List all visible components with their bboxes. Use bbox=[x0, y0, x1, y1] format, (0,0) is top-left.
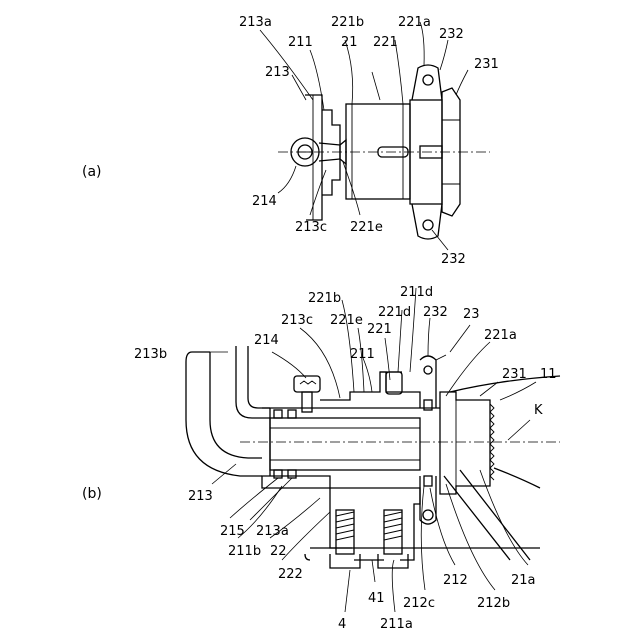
label-213-b: 213 bbox=[188, 489, 213, 504]
label-215-b: 215 bbox=[220, 524, 245, 539]
label-231-a: 231 bbox=[474, 57, 499, 72]
label-221-a: 221 bbox=[373, 35, 398, 50]
label-232-top-a: 232 bbox=[439, 27, 464, 42]
label-213c-b: 213c bbox=[281, 313, 313, 328]
label-211a-b: 211a bbox=[380, 617, 413, 632]
label-41-b: 41 bbox=[368, 591, 385, 606]
label-213c-a: 213c bbox=[295, 220, 327, 235]
label-222-b: 222 bbox=[278, 567, 303, 582]
label-11-b: 11 bbox=[540, 367, 557, 382]
label-21-a: 21 bbox=[341, 35, 358, 50]
label-211b-b: 211b bbox=[228, 544, 261, 559]
label-221a-b: 221a bbox=[484, 328, 517, 343]
label-213b-b: 213b bbox=[134, 347, 167, 362]
label-213-a: 213 bbox=[265, 65, 290, 80]
panel-a-leaders bbox=[260, 22, 468, 250]
label-211-b: 211 bbox=[350, 347, 375, 362]
label-K-b: K bbox=[534, 403, 543, 418]
label-221b-a: 221b bbox=[331, 15, 364, 30]
panel-a-label: (a) bbox=[82, 164, 102, 180]
label-213a-b: 213a bbox=[256, 524, 289, 539]
label-232-b: 232 bbox=[423, 305, 448, 320]
label-212c-b: 212c bbox=[403, 596, 435, 611]
label-221-b: 221 bbox=[367, 322, 392, 337]
label-211-a: 211 bbox=[288, 35, 313, 50]
label-231-b: 231 bbox=[502, 367, 527, 382]
label-221e-b: 221e bbox=[330, 313, 363, 328]
panel-a-drawing bbox=[278, 65, 490, 239]
panel-b-label: (b) bbox=[82, 486, 102, 502]
label-221a-a: 221a bbox=[398, 15, 431, 30]
label-221e-a: 221e bbox=[350, 220, 383, 235]
label-221d-b: 221d bbox=[378, 305, 411, 320]
label-221b-b: 221b bbox=[308, 291, 341, 306]
label-213a-a: 213a bbox=[239, 15, 272, 30]
label-214-a: 214 bbox=[252, 194, 277, 209]
label-232-bot-a: 232 bbox=[441, 252, 466, 267]
label-21a-b: 21a bbox=[511, 573, 536, 588]
label-4-b: 4 bbox=[338, 617, 346, 632]
label-211d-b: 211d bbox=[400, 285, 433, 300]
label-212b-b: 212b bbox=[477, 596, 510, 611]
label-22-b: 22 bbox=[270, 544, 287, 559]
label-212-b: 212 bbox=[443, 573, 468, 588]
label-214-b: 214 bbox=[254, 333, 279, 348]
label-23-b: 23 bbox=[463, 307, 480, 322]
